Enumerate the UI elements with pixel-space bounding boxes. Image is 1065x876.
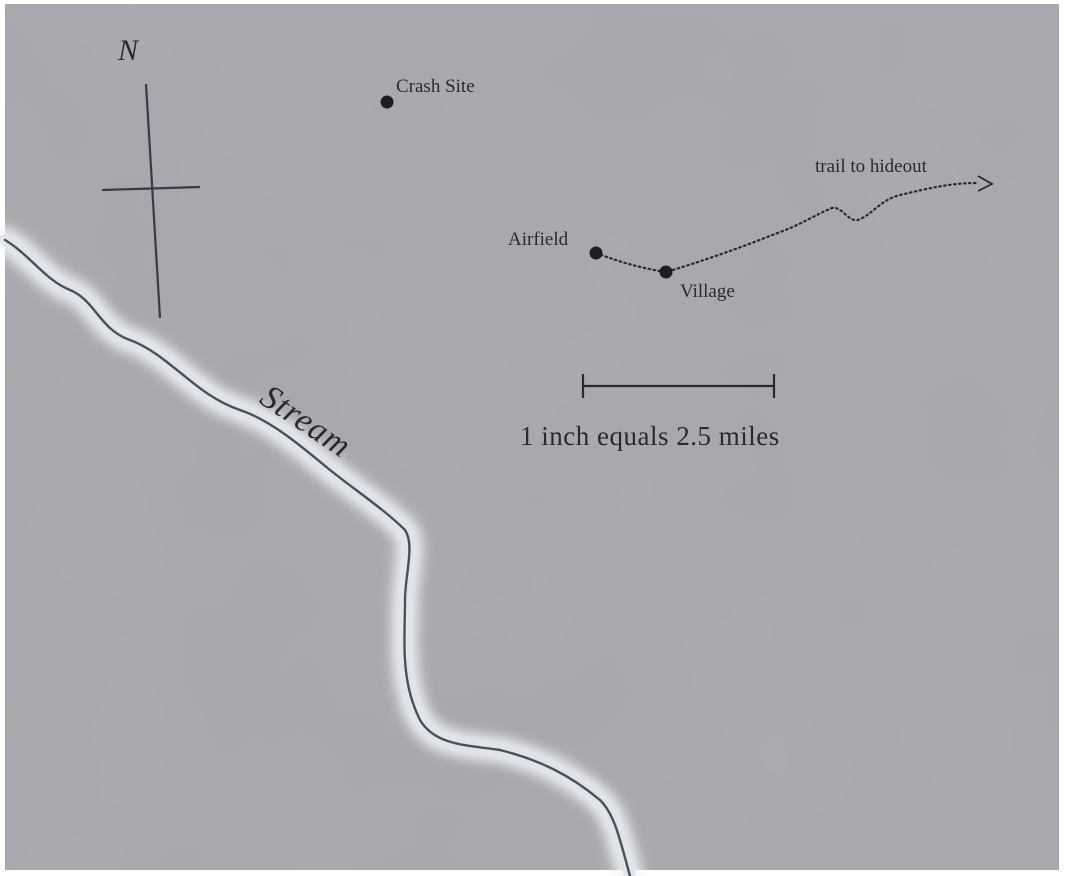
scale-bar: 1 inch equals 2.5 miles	[520, 374, 780, 451]
trail-to-hideout-path	[594, 181, 980, 274]
trail-label: trail to hideout	[815, 156, 928, 177]
compass-rose-icon: N	[101, 34, 201, 319]
land-area	[5, 4, 1059, 870]
village-marker: Village	[659, 265, 735, 302]
airfield-dot	[589, 246, 603, 260]
village-label: Village	[680, 281, 735, 302]
crash-site-marker: Crash Site	[380, 76, 475, 109]
crash-site-label: Crash Site	[396, 76, 475, 97]
north-label: N	[117, 34, 140, 67]
stream	[0, 227, 643, 876]
village-dot	[659, 265, 673, 279]
trail-arrow-icon	[977, 175, 994, 192]
airfield-marker: Airfield	[508, 229, 603, 260]
scale-bar-label: 1 inch equals 2.5 miles	[520, 421, 780, 451]
crash-site-dot	[380, 95, 394, 109]
airfield-label: Airfield	[508, 229, 569, 250]
